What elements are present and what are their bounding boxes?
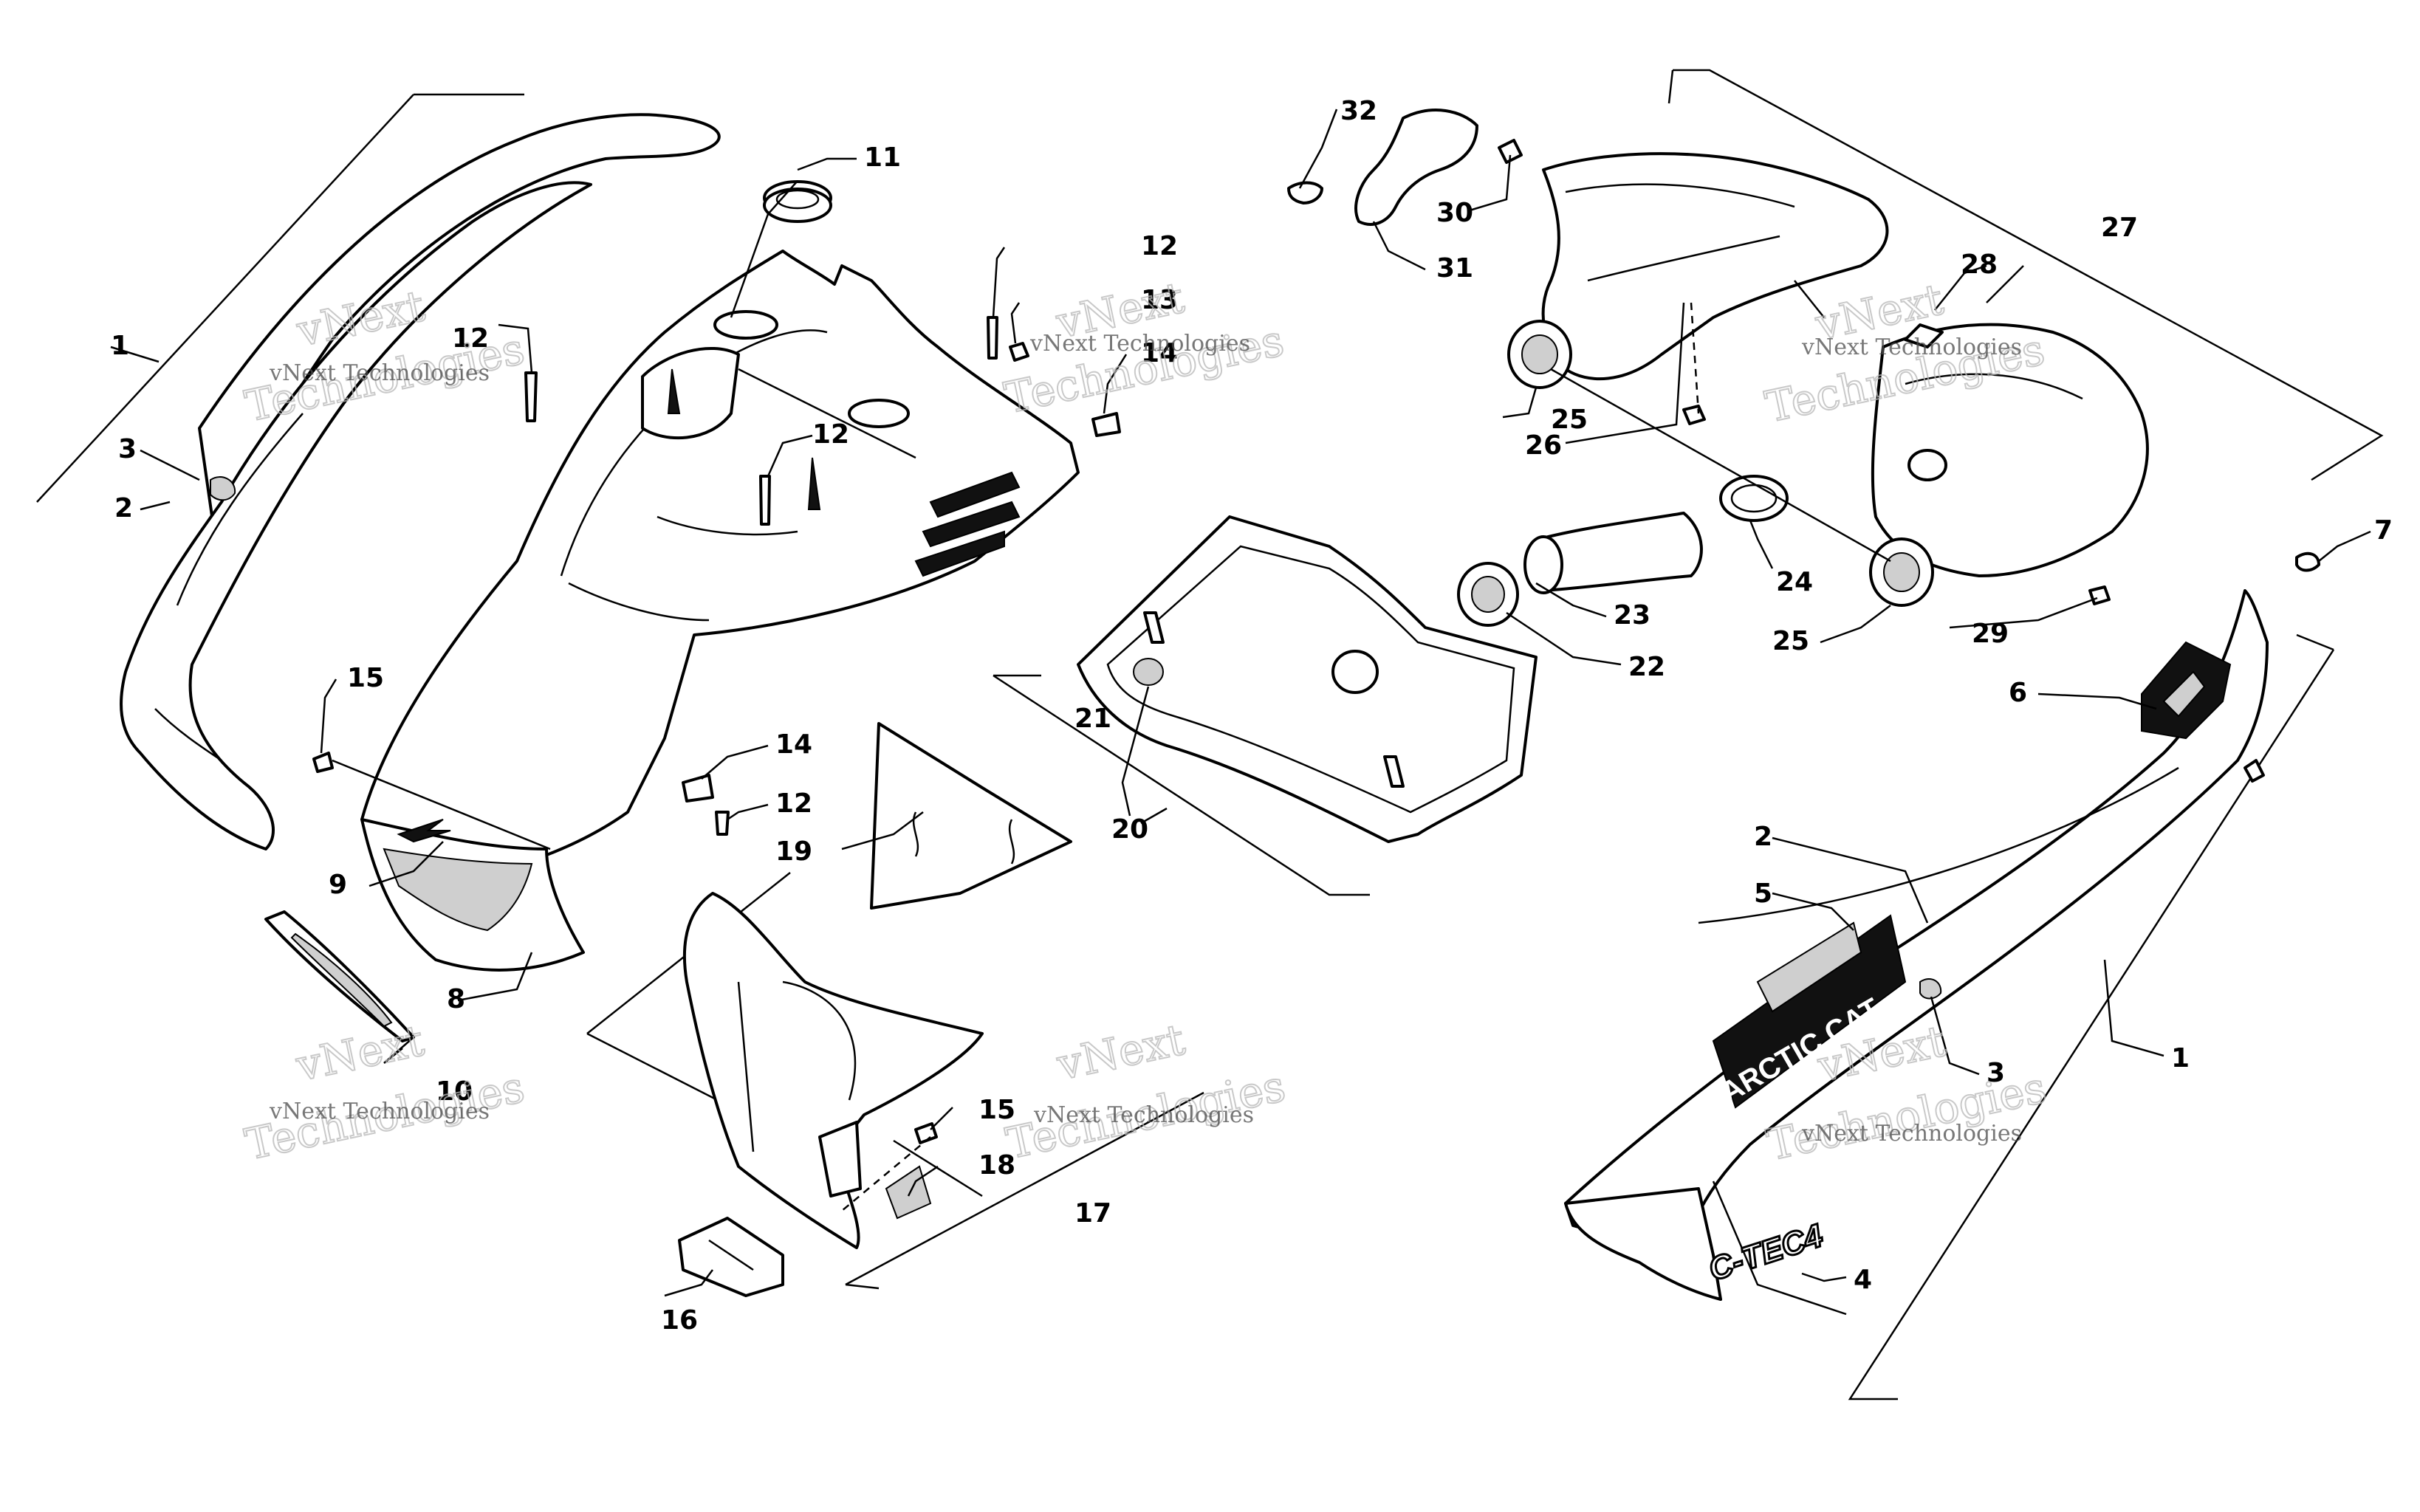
callout-12-d: 12 [775, 788, 812, 819]
group-bracket-air-box [993, 674, 1370, 896]
group-bracket-right-side-panel [1848, 633, 2335, 1401]
watermark-text: vNext Technologies [1801, 1121, 2022, 1147]
pin-7 [2295, 551, 2320, 572]
watermark-text: vNext Technologies [269, 360, 490, 386]
callout-27: 27 [2101, 213, 2138, 243]
watermark-text: vNext Technologies [1801, 334, 2022, 360]
callout-10: 10 [436, 1076, 473, 1107]
callout-6: 6 [2009, 678, 2027, 708]
grommets-25 [1507, 320, 1934, 607]
callout-25-a: 25 [1551, 405, 1588, 435]
left-side-panel [120, 113, 721, 850]
callout-11: 11 [864, 142, 901, 173]
hose-31 [1287, 109, 1478, 226]
callout-15-b: 15 [978, 1095, 1015, 1125]
callout-12-b: 12 [1141, 231, 1178, 261]
intake-silencer-27 [1541, 152, 2149, 577]
front-hood [360, 250, 1080, 972]
watermark-vnext: vNext [292, 1015, 428, 1091]
callout-3-right: 3 [1987, 1058, 2005, 1088]
callout-23: 23 [1614, 600, 1651, 630]
lower-console-17 [683, 892, 984, 1249]
decal-18 [885, 1165, 932, 1220]
callout-15-a: 15 [347, 663, 384, 693]
callout-22: 22 [1628, 652, 1665, 682]
callout-29: 29 [1972, 619, 2009, 649]
callout-21: 21 [1074, 704, 1111, 734]
callout-14-b: 14 [775, 729, 812, 760]
callout-12-c: 12 [812, 419, 849, 450]
bracket-16 [678, 1217, 784, 1297]
intake-boot-22-23-24 [1457, 475, 1789, 627]
callout-14-a: 14 [1141, 338, 1178, 368]
callout-4: 4 [1854, 1265, 1872, 1295]
callout-31: 31 [1436, 253, 1473, 284]
film-19 [870, 722, 1072, 910]
group-bracket-intake [1667, 69, 2384, 481]
watermark-vnext: vNext [1052, 1014, 1189, 1090]
watermark-text: vNext Technologies [269, 1099, 490, 1124]
sensor-29 [2088, 585, 2111, 605]
watermark-lower-middle: vNext Technologies [1001, 1014, 1291, 1169]
callout-1-left: 1 [111, 331, 129, 361]
callout-8: 8 [447, 984, 465, 1014]
leader-lines [110, 109, 2371, 1297]
callout-17: 17 [1074, 1198, 1111, 1228]
callout-12-a: 12 [452, 323, 489, 354]
callout-28: 28 [1961, 250, 1998, 280]
callout-13: 13 [1141, 285, 1178, 315]
clip-13 [1009, 342, 1029, 362]
hood-emblem-9 [397, 819, 451, 843]
callout-25-b: 25 [1772, 626, 1809, 656]
callout-19: 19 [775, 836, 812, 867]
callout-16: 16 [661, 1305, 698, 1336]
air-box-20 [1077, 515, 1538, 843]
right-side-panel: ARCTIC CAT C-TEC4 [1564, 589, 2269, 1316]
callout-32: 32 [1340, 96, 1377, 126]
callout-2-right: 2 [1754, 822, 1772, 852]
group-bracket-left-side-panel [36, 93, 524, 503]
callout-3-left: 3 [118, 434, 137, 464]
sensor-30-clamp [1498, 139, 1523, 164]
nut-26 [1682, 405, 1706, 425]
grommet-11 [763, 180, 832, 223]
callout-2-left: 2 [114, 493, 133, 523]
watermark-text: vNext Technologies [1033, 1102, 1254, 1128]
watermark-text: vNext Technologies [1029, 331, 1250, 357]
callout-26: 26 [1525, 430, 1562, 461]
callout-30: 30 [1436, 198, 1473, 228]
callout-7: 7 [2374, 515, 2393, 546]
callout-5: 5 [1754, 879, 1772, 909]
callout-24: 24 [1776, 567, 1813, 597]
callout-20: 20 [1111, 814, 1148, 845]
clips-14 [682, 412, 1121, 803]
callout-9: 9 [329, 870, 347, 900]
callout-18: 18 [978, 1150, 1015, 1181]
right-fastener-3 [1919, 978, 1942, 1000]
left-fastener-3 [210, 476, 236, 501]
callout-labels: 1 1 2 2 3 3 4 5 6 7 8 9 10 11 12 12 12 1… [111, 96, 2393, 1336]
model-decal-text: C-TEC4 [1704, 1217, 1827, 1288]
callout-1-right: 1 [2171, 1043, 2190, 1073]
